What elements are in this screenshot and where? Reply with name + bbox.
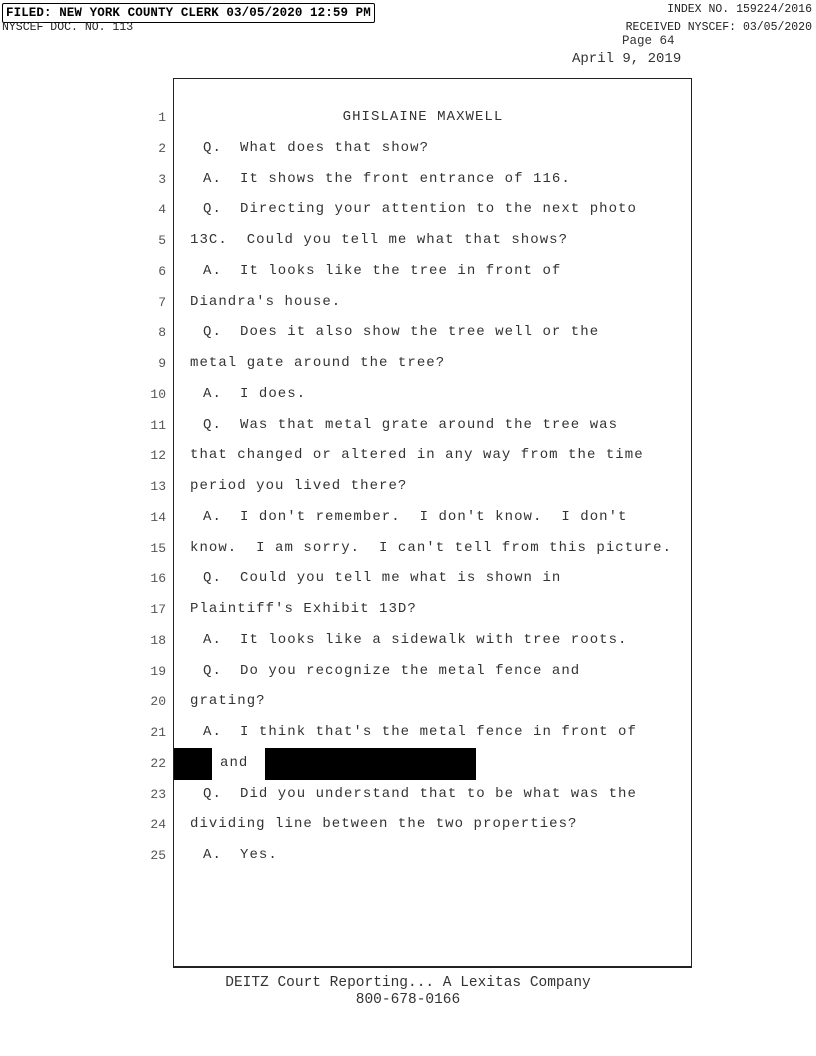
testimony-text: Does it also show the tree well or the xyxy=(240,324,600,341)
line-number: 18 xyxy=(150,632,166,648)
footer-company: DEITZ Court Reporting... A Lexitas Compa… xyxy=(225,975,591,991)
line-number: 25 xyxy=(150,848,166,863)
filed-stamp: FILED: NEW YORK COUNTY CLERK 03/05/2020 … xyxy=(2,3,375,23)
continuation-text: dividing line between the two properties… xyxy=(190,816,578,833)
line-number: 5 xyxy=(158,233,166,248)
line-number: 24 xyxy=(150,817,166,833)
continuation-text: know. I am sorry. I can't tell from this… xyxy=(190,539,673,556)
line-number: 20 xyxy=(150,694,166,710)
continuation-text: that changed or altered in any way from … xyxy=(190,447,644,464)
line-number: 8 xyxy=(158,325,166,341)
testimony-text: I think that's the metal fence in front … xyxy=(240,724,637,740)
line-number: 12 xyxy=(150,448,166,464)
testimony-text: Yes. xyxy=(240,847,278,863)
testimony-text: It looks like the tree in front of xyxy=(240,262,562,279)
testimony-text: What does that show? xyxy=(240,139,430,156)
line-number: 21 xyxy=(150,725,166,740)
page-number: Page 64 xyxy=(622,34,675,48)
continuation-text: and xyxy=(220,754,249,771)
line-number: 9 xyxy=(158,356,166,371)
line-number: 17 xyxy=(150,602,166,617)
continuation-text: period you lived there? xyxy=(190,478,408,494)
line-number: 4 xyxy=(158,202,166,218)
line-number: 7 xyxy=(158,294,166,310)
question-marker: Q. xyxy=(203,416,222,433)
line-number: 13 xyxy=(150,479,166,494)
testimony-text: It shows the front entrance of 116. xyxy=(240,170,571,187)
answer-marker: A. xyxy=(203,631,222,648)
testimony-text: Did you understand that to be what was t… xyxy=(240,785,637,802)
line-number: 19 xyxy=(150,663,166,679)
question-marker: Q. xyxy=(203,662,222,679)
redaction-block xyxy=(174,747,212,780)
received-date: RECEIVED NYSCEF: 03/05/2020 xyxy=(625,21,812,34)
line-number: 15 xyxy=(150,540,166,556)
continuation-text: 13C. Could you tell me what that shows? xyxy=(190,232,569,248)
line-number: 1 xyxy=(158,110,166,125)
continuation-text: Plaintiff's Exhibit 13D? xyxy=(190,601,417,617)
answer-marker: A. xyxy=(203,724,222,740)
transcript-box xyxy=(173,78,692,968)
testimony-text: Do you recognize the metal fence and xyxy=(240,662,581,679)
nyscef-doc-number: NYSCEF DOC. NO. 113 xyxy=(2,21,134,34)
line-number: 6 xyxy=(158,263,166,279)
testimony-text: It looks like a sidewalk with tree roots… xyxy=(240,631,628,648)
question-marker: Q. xyxy=(203,139,222,156)
line-number: 3 xyxy=(158,171,166,187)
testimony-text: Could you tell me what is shown in xyxy=(240,570,562,587)
testimony-text: Was that metal grate around the tree was xyxy=(240,416,619,433)
question-marker: Q. xyxy=(203,324,222,341)
footer-phone: 800-678-0166 xyxy=(355,992,461,1008)
index-number: INDEX NO. 159224/2016 xyxy=(667,3,812,16)
question-marker: Q. xyxy=(203,570,222,587)
answer-marker: A. xyxy=(203,847,222,863)
line-number: 22 xyxy=(150,755,166,771)
continuation-text: grating? xyxy=(190,693,266,710)
answer-marker: A. xyxy=(203,508,222,525)
testimony-text: Directing your attention to the next pho… xyxy=(240,201,637,218)
line-number: 11 xyxy=(150,417,166,433)
continuation-text: metal gate around the tree? xyxy=(190,355,446,371)
question-marker: Q. xyxy=(203,785,222,802)
line-number: 23 xyxy=(150,786,166,802)
continuation-text: GHISLAINE MAXWELL xyxy=(342,109,504,125)
line-number: 10 xyxy=(150,386,166,402)
answer-marker: A. xyxy=(203,262,222,279)
continuation-text: Diandra's house. xyxy=(190,293,342,310)
line-number: 16 xyxy=(150,571,166,587)
answer-marker: A. xyxy=(203,385,222,402)
question-marker: Q. xyxy=(203,201,222,218)
testimony-text: I don't remember. I don't know. I don't xyxy=(240,508,628,525)
redaction-block xyxy=(265,747,476,780)
line-number: 2 xyxy=(158,140,166,156)
deposition-date: April 9, 2019 xyxy=(572,51,682,67)
testimony-text: I does. xyxy=(240,385,307,402)
line-number: 14 xyxy=(150,509,166,525)
answer-marker: A. xyxy=(203,170,222,187)
